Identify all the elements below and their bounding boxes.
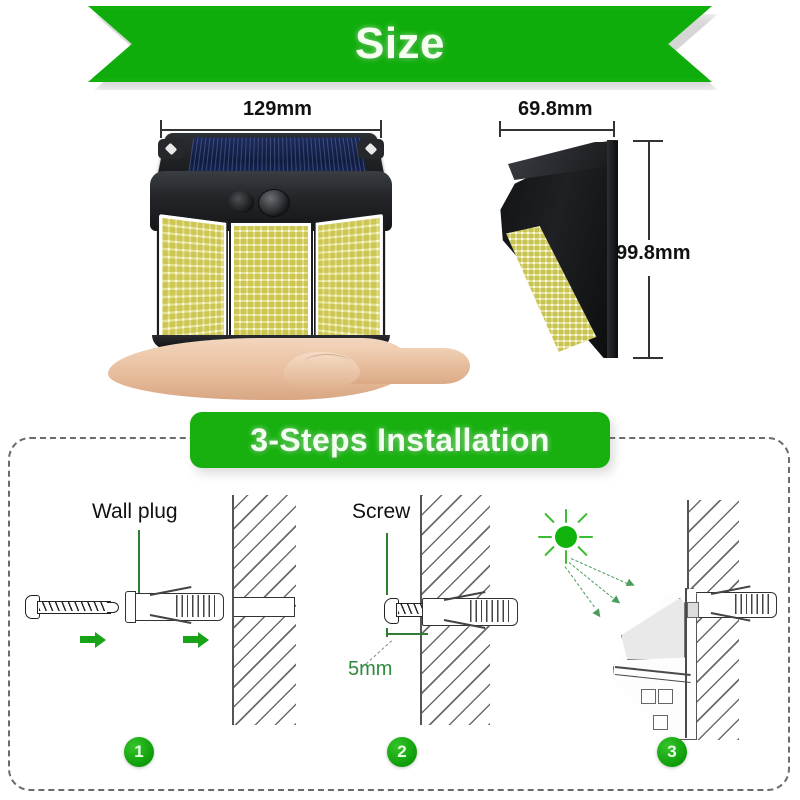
step-2-gap-measure-line [386, 633, 428, 635]
led-panel-group [154, 211, 388, 351]
sun-ray-2 [579, 536, 593, 538]
fixture-button-2 [658, 689, 673, 704]
sun-ray-7 [577, 512, 588, 524]
depth-dimension-label: 69.8mm [518, 98, 593, 120]
step-1-wall-plug-ribs [172, 595, 218, 617]
step-2-badge: 2 [387, 737, 417, 767]
sun-ray-1 [538, 536, 552, 538]
depth-dimension-tick-right [613, 121, 615, 137]
step-1-screw-threads [39, 602, 107, 611]
step-1-diagram: Wall plug [20, 495, 296, 725]
led-panel-center [228, 221, 314, 347]
hand-knuckle-crease [304, 354, 350, 371]
step-1-wall-surface [232, 495, 234, 725]
height-dimension-label: 99.8mm [616, 242, 691, 264]
led-grid-left [162, 217, 224, 345]
step-2-wall-plug-ribs [466, 600, 512, 622]
height-dimension-line-lower [648, 276, 650, 358]
height-dimension-tick-top [633, 140, 663, 142]
step-3-wall-plug-ribs [731, 594, 773, 614]
sun-ray-6 [577, 545, 588, 557]
installation-banner-title: 3-Steps Installation [250, 421, 550, 458]
height-dimension-line-upper [648, 140, 650, 240]
light-ray-arrowhead-3 [592, 608, 604, 620]
solar-wall-light-front-view [150, 133, 392, 351]
mounting-ear-right [358, 139, 384, 159]
pir-sensor-lens [228, 191, 254, 213]
side-back-plate [607, 140, 618, 358]
sun-icon [555, 526, 577, 548]
fixture-back-plate [685, 588, 687, 738]
hand-holding-product [108, 330, 470, 402]
width-dimension-tick-left [160, 120, 162, 138]
step-3-diagram [535, 500, 800, 740]
height-dimension-tick-bottom [633, 357, 663, 359]
led-grid-right [318, 217, 380, 345]
step-2-gap-measure-tick [386, 628, 388, 637]
step-2-label: Screw [352, 500, 411, 523]
step-2-diagram: Screw 5mm [300, 495, 570, 725]
step-2-screw-threads [398, 604, 422, 614]
banner-ribbon: Size [88, 6, 712, 82]
step-2-leader-line [386, 533, 388, 595]
sun-ray-8 [544, 545, 555, 557]
width-dimension-line [160, 129, 382, 131]
fixture-button-3 [653, 715, 668, 730]
sun-ray-3 [565, 509, 567, 523]
step-1-plug-in-wall [234, 597, 295, 617]
step-1-label: Wall plug [92, 500, 178, 523]
step-1-leader-line [138, 530, 140, 593]
width-dimension-tick-right [380, 120, 382, 138]
fixture-solar-face [621, 598, 685, 660]
sun-ray-4 [565, 550, 567, 564]
mounting-ear-left [158, 139, 184, 159]
mounted-light-fixture [613, 588, 699, 740]
size-banner: Size [88, 6, 718, 90]
motion-sensor-dome [258, 189, 290, 217]
step-1-badge-number: 1 [134, 742, 144, 761]
step-3-wall-hatching [689, 500, 739, 740]
width-dimension-label: 129mm [243, 98, 312, 120]
solar-wall-light-side-view [498, 140, 618, 358]
step-2-measure-label: 5mm [348, 658, 393, 680]
step-3-badge-number: 3 [667, 742, 677, 761]
step-1-badge: 1 [124, 737, 154, 767]
led-grid-center [233, 226, 309, 342]
fixture-mount-stem [687, 602, 699, 618]
step-1-wall-plug-collar [125, 591, 136, 623]
sun-ray-5 [544, 512, 555, 524]
installation-banner: 3-Steps Installation [190, 412, 614, 474]
installation-banner-pill: 3-Steps Installation [190, 412, 610, 468]
step-3-badge: 3 [657, 737, 687, 767]
banner-ribbon-inner [92, 10, 708, 78]
fixture-button-1 [641, 689, 656, 704]
depth-dimension-line [499, 129, 615, 131]
depth-dimension-tick-left [499, 121, 501, 137]
step-2-badge-number: 2 [397, 742, 407, 761]
step-1-screw-tip [107, 602, 119, 613]
banner-title: Size [354, 19, 446, 68]
